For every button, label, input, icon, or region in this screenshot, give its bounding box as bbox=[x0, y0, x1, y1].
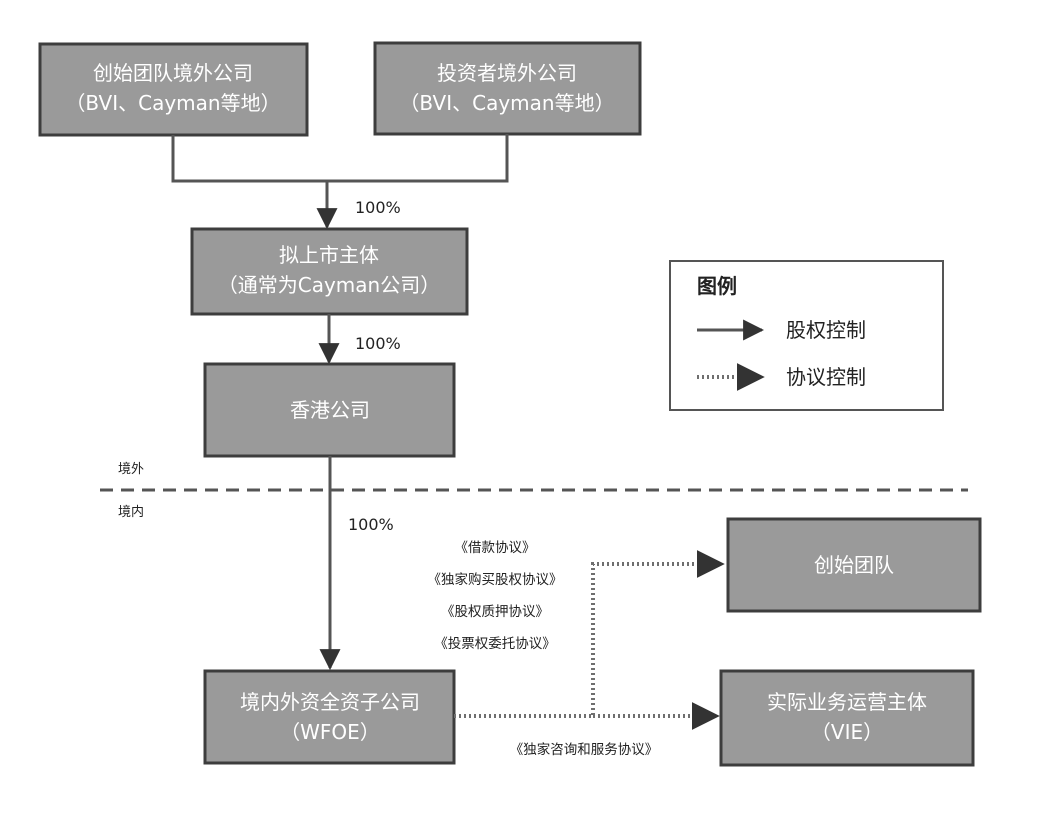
agreement-loan: 《借款协议》 bbox=[455, 540, 536, 556]
agreement-exclusive-consulting: 《独家咨询和服务协议》 bbox=[510, 741, 659, 758]
legend-equity-label: 股权控制 bbox=[786, 318, 866, 342]
hk-company-title: 香港公司 bbox=[290, 398, 370, 422]
founders-agreements: 《借款协议》 《独家购买股权协议》 《股权质押协议》 《投票权委托协议》 bbox=[428, 540, 563, 652]
offshore-label: 境外 bbox=[118, 462, 144, 477]
founders-node: 创始团队 bbox=[726, 517, 982, 613]
legend-contract-label: 协议控制 bbox=[786, 365, 866, 389]
pct-to-listing: 100% bbox=[355, 198, 401, 217]
agreement-voting-proxy: 《投票权委托协议》 bbox=[434, 635, 556, 652]
legend: 图例 股权控制 协议控制 bbox=[669, 260, 944, 411]
investor-offshore-title: 投资者境外公司 bbox=[437, 61, 577, 85]
founder-offshore-title: 创始团队境外公司 bbox=[93, 61, 253, 85]
agreement-exclusive-purchase: 《独家购买股权协议》 bbox=[428, 571, 563, 588]
hk-company-node: 香港公司 bbox=[203, 362, 456, 458]
pct-to-wfoe: 100% bbox=[348, 515, 394, 534]
onshore-label: 境内 bbox=[118, 504, 144, 520]
wfoe-subtitle: （WFOE） bbox=[280, 720, 380, 744]
investor-equity-line bbox=[327, 134, 509, 183]
investor-offshore-node: 投资者境外公司 （BVI、Cayman等地） bbox=[373, 41, 642, 136]
contract-line-to-founders bbox=[454, 550, 725, 718]
wfoe-node: 境内外资全资子公司 （WFOE） bbox=[203, 669, 456, 765]
listing-entity-title: 拟上市主体 bbox=[279, 243, 379, 267]
listing-entity-node: 拟上市主体 （通常为Cayman公司） bbox=[190, 227, 469, 316]
investor-offshore-subtitle: （BVI、Cayman等地） bbox=[399, 91, 614, 115]
legend-title: 图例 bbox=[697, 274, 737, 298]
founder-equity-line bbox=[171, 135, 327, 183]
pct-to-hk: 100% bbox=[355, 334, 401, 353]
agreement-equity-pledge: 《股权质押协议》 bbox=[441, 603, 549, 620]
founder-offshore-subtitle: （BVI、Cayman等地） bbox=[65, 91, 280, 115]
vie-node: 实际业务运营主体 （VIE） bbox=[719, 669, 975, 767]
founders-title: 创始团队 bbox=[814, 553, 894, 577]
founder-offshore-node: 创始团队境外公司 （BVI、Cayman等地） bbox=[38, 42, 309, 137]
vie-title: 实际业务运营主体 bbox=[767, 690, 927, 714]
wfoe-title: 境内外资全资子公司 bbox=[240, 690, 420, 714]
listing-entity-subtitle: （通常为Cayman公司） bbox=[218, 273, 440, 297]
vie-subtitle: （VIE） bbox=[811, 720, 883, 744]
